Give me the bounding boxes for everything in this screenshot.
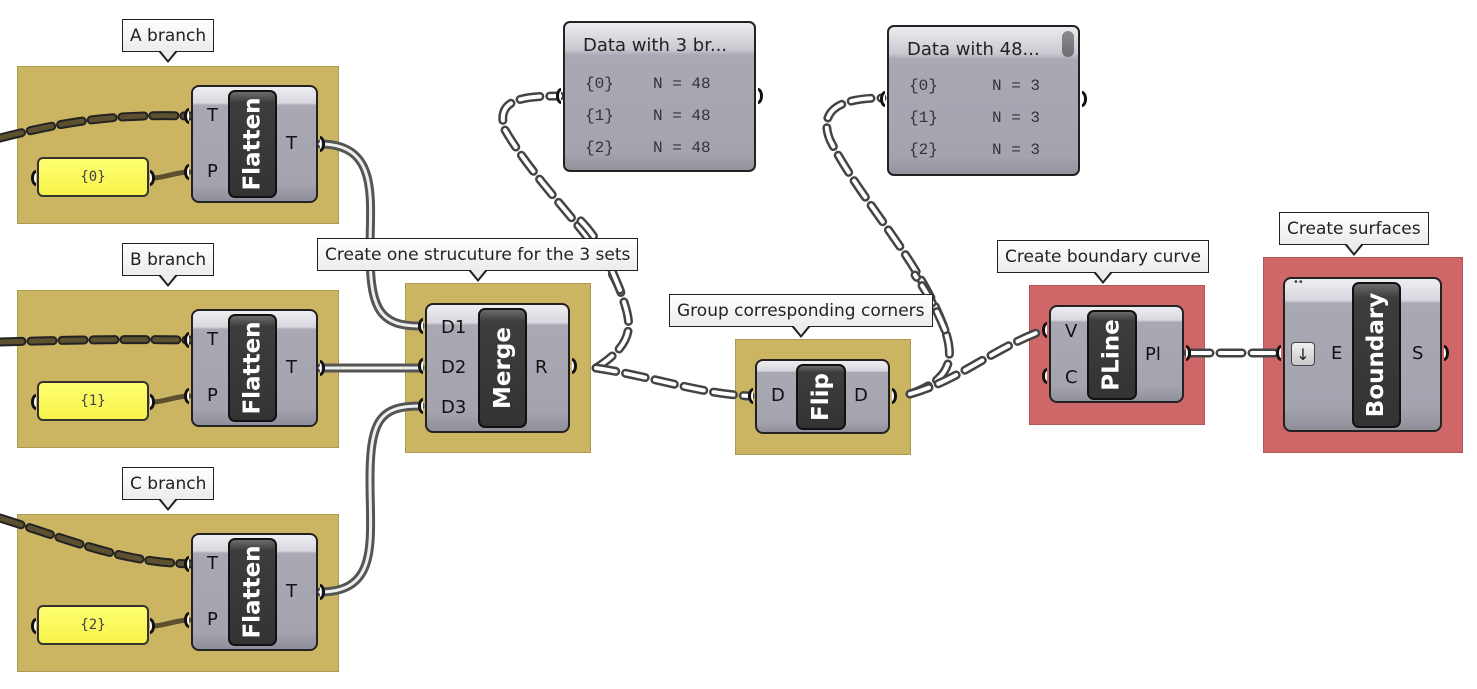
flatten-c-input-t: T: [207, 553, 218, 574]
wire-merge-flip[interactable]: [591, 363, 755, 401]
pline-output-pl: Pl: [1145, 344, 1161, 365]
panel-path-c[interactable]: {2}: [37, 605, 149, 645]
boundary-options-indicator: ••: [1293, 277, 1304, 288]
viewer-right-row-path: {2}: [909, 141, 938, 159]
boundary-output-s: S: [1412, 343, 1424, 364]
merge-input-d2: D2: [441, 357, 467, 378]
viewer-right-title: Data with 48...: [907, 39, 1040, 60]
merge-input-d1: D1: [441, 317, 467, 338]
viewer-left-row-path: {0}: [585, 75, 614, 93]
flip-component[interactable]: D Flip D: [755, 359, 890, 434]
flatten-c-input-p: P: [207, 609, 218, 630]
wire-flip-pline[interactable]: [905, 325, 1049, 399]
panel-path-b[interactable]: {1}: [37, 381, 149, 421]
flatten-b-output-t: T: [286, 357, 297, 378]
flatten-a-component[interactable]: T P Flatten T: [191, 85, 318, 203]
viewer-right-output-grip[interactable]: [1082, 91, 1087, 107]
boundary-nickname: Boundary: [1352, 282, 1401, 428]
viewer-left-row-count: N = 48: [653, 75, 711, 93]
boundary-component[interactable]: •• ↓ E Boundary S: [1283, 277, 1442, 432]
flatten-a-nickname: Flatten: [228, 90, 277, 198]
group-a-branch-label: A branch: [122, 19, 215, 63]
viewer-left-row-count: N = 48: [653, 139, 711, 157]
merge-component[interactable]: D1 D2 D3 Merge R: [425, 303, 570, 433]
flatten-c-output-t: T: [286, 581, 297, 602]
viewer-left-title: Data with 3 br...: [583, 35, 728, 56]
pline-nickname: PLine: [1087, 310, 1137, 400]
merge-nickname: Merge: [478, 308, 527, 428]
flatten-b-component[interactable]: T P Flatten T: [191, 309, 318, 427]
panel-c-input-grip[interactable]: [31, 618, 36, 634]
flatten-c-nickname: Flatten: [228, 538, 277, 646]
pline-input-v: V: [1065, 321, 1078, 342]
group-pline-label: Create boundary curve: [997, 240, 1209, 284]
param-viewer-left[interactable]: Data with 3 br... {0} N = 48 {1} N = 48 …: [563, 21, 756, 172]
group-b-branch-label: B branch: [122, 243, 215, 287]
merge-input-d3: D3: [441, 397, 467, 418]
viewer-right-row-path: {1}: [909, 109, 938, 127]
group-flip-label: Group corresponding corners: [669, 294, 933, 338]
viewer-right-row-count: N = 3: [992, 109, 1041, 127]
merge-output-r: R: [535, 357, 548, 378]
flip-output-d: D: [854, 385, 868, 406]
flatten-b-nickname: Flatten: [228, 314, 277, 422]
flatten-a-input-t: T: [207, 105, 218, 126]
viewer-left-row-path: {2}: [585, 139, 614, 157]
viewer-right-row-count: N = 3: [992, 141, 1041, 159]
flip-input-d: D: [771, 385, 785, 406]
flatten-a-input-p: P: [207, 161, 218, 182]
group-c-branch-label: C branch: [122, 467, 215, 511]
flatten-c-component[interactable]: T P Flatten T: [191, 533, 318, 651]
flatten-a-output-t: T: [286, 133, 297, 154]
pline-component[interactable]: V C PLine Pl: [1049, 305, 1184, 403]
group-boundary-label: Create surfaces: [1279, 212, 1429, 256]
viewer-left-output-grip[interactable]: [758, 88, 763, 104]
panel-path-a[interactable]: {0}: [37, 157, 149, 197]
viewer-left-row-path: {1}: [585, 107, 614, 125]
group-merge-label: Create one strucuture for the 3 sets: [317, 238, 639, 282]
panel-a-input-grip[interactable]: [31, 170, 36, 186]
boundary-e-reparam-icon[interactable]: ↓: [1291, 342, 1315, 366]
viewer-right-row-count: N = 3: [992, 77, 1041, 95]
panel-b-input-grip[interactable]: [31, 394, 36, 410]
param-viewer-right[interactable]: Data with 48... {0} N = 3 {1} N = 3 {2} …: [887, 25, 1080, 176]
boundary-input-e: E: [1331, 343, 1343, 364]
flip-nickname: Flip: [796, 364, 846, 430]
viewer-right-scrollbar[interactable]: [1062, 31, 1074, 57]
viewer-left-row-count: N = 48: [653, 107, 711, 125]
pline-input-c: C: [1065, 367, 1078, 388]
flatten-b-input-t: T: [207, 329, 218, 350]
flatten-b-input-p: P: [207, 385, 218, 406]
boundary-s-output-grip[interactable]: [1444, 345, 1449, 361]
viewer-right-row-path: {0}: [909, 77, 938, 95]
